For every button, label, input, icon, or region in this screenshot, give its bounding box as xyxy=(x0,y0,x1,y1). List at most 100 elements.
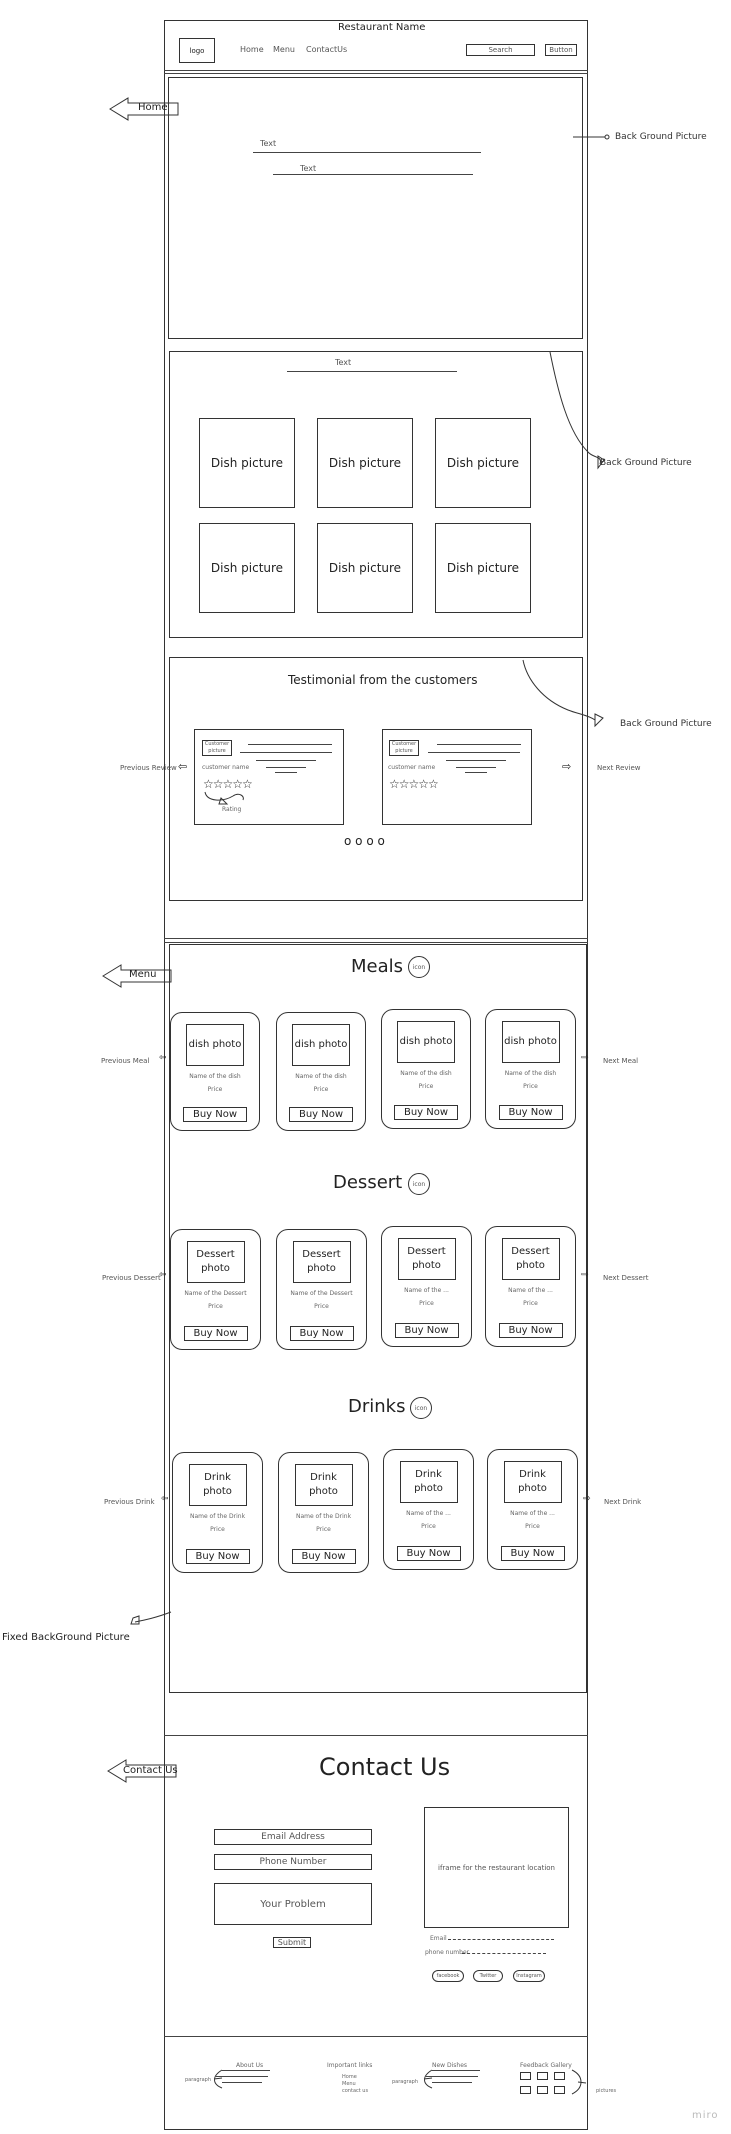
dish-picture[interactable]: Dish picture xyxy=(199,418,295,508)
prev-drink-arrow-icon[interactable]: ⇦ xyxy=(161,1494,169,1504)
nav-home[interactable]: Home xyxy=(240,45,264,54)
buy-now-button[interactable]: Buy Now xyxy=(396,1546,461,1561)
dish-picture[interactable]: Dish picture xyxy=(317,418,413,508)
footer-links-title: Important links xyxy=(327,2062,373,2069)
drinks-photo: Drink photo xyxy=(503,1461,562,1503)
logo[interactable]: logo xyxy=(179,38,215,63)
instagram-button[interactable]: Instagram xyxy=(513,1970,545,1982)
buy-now-button[interactable]: Buy Now xyxy=(289,1326,354,1341)
prev-dessert-arrow-icon[interactable]: ⇦ xyxy=(159,1270,167,1280)
bg-pointer-1 xyxy=(573,134,610,140)
gallery-thumb[interactable] xyxy=(520,2086,531,2094)
drinks-title: Drinks xyxy=(348,1396,406,1417)
meals-card[interactable] xyxy=(170,1012,260,1131)
gallery-thumb[interactable] xyxy=(520,2072,531,2080)
dish-picture[interactable]: Dish picture xyxy=(317,523,413,613)
buy-now-label: Buy Now xyxy=(298,1109,344,1120)
dessert-card[interactable] xyxy=(485,1226,576,1347)
drinks-item-price: Price xyxy=(210,1526,225,1533)
buy-now-button[interactable]: Buy Now xyxy=(291,1549,356,1564)
gallery-thumb[interactable] xyxy=(554,2086,565,2094)
review-text-line xyxy=(437,744,521,745)
buy-now-label: Buy Now xyxy=(508,1325,553,1336)
dessert-card[interactable] xyxy=(170,1229,261,1350)
customer-picture: Customer picture xyxy=(389,740,419,756)
location-iframe[interactable]: iframe for the restaurant location xyxy=(424,1807,569,1928)
buy-now-button[interactable]: Buy Now xyxy=(394,1105,458,1120)
footer-link-menu[interactable]: Menu xyxy=(342,2081,356,2087)
footer-text-line xyxy=(216,2076,268,2077)
dessert-photo: Dessert photo xyxy=(501,1238,560,1280)
hero-text-1: Text xyxy=(260,139,277,148)
buy-now-button[interactable]: Buy Now xyxy=(185,1549,250,1564)
dessert-item-price: Price xyxy=(419,1300,434,1307)
drinks-icon: icon xyxy=(410,1397,432,1419)
section-divider xyxy=(164,1735,588,1736)
drinks-photo-label: Drink photo xyxy=(203,1472,232,1497)
page-frame xyxy=(164,20,588,2130)
footer-about-title: About Us xyxy=(236,2062,264,2069)
drinks-card[interactable] xyxy=(172,1452,263,1573)
gallery-pictures-label: pictures xyxy=(596,2088,617,2094)
meals-item-price: Price xyxy=(313,1086,329,1093)
meals-card[interactable] xyxy=(381,1009,471,1129)
carousel-dots[interactable]: o o o o xyxy=(344,834,385,848)
drinks-item-name: Name of the ... xyxy=(510,1510,555,1517)
drinks-card[interactable] xyxy=(278,1452,369,1573)
drinks-card[interactable] xyxy=(487,1449,578,1570)
next-review-arrow-icon[interactable]: ⇨ xyxy=(562,760,572,773)
email-field[interactable]: Email Address xyxy=(214,1829,372,1845)
footer-link-home[interactable]: Home xyxy=(342,2074,357,2080)
gallery-thumb[interactable] xyxy=(554,2072,565,2080)
buy-now-button[interactable]: Buy Now xyxy=(183,1326,248,1341)
buy-now-label: Buy Now xyxy=(193,1328,238,1339)
drinks-item-price: Price xyxy=(421,1523,436,1530)
footer-link-contact[interactable]: contact us xyxy=(342,2088,369,2094)
meals-card[interactable] xyxy=(276,1012,366,1131)
phone-field[interactable]: Phone Number xyxy=(214,1854,372,1870)
buy-now-button[interactable]: Buy Now xyxy=(500,1546,565,1561)
dish-picture[interactable]: Dish picture xyxy=(199,523,295,613)
next-meal-arrow-icon[interactable]: ⇨ xyxy=(581,1053,589,1063)
buy-now-button[interactable]: Buy Now xyxy=(289,1107,353,1122)
hero-section xyxy=(168,77,583,339)
buy-now-button[interactable]: Buy Now xyxy=(498,1323,563,1338)
twitter-button[interactable]: Twitter xyxy=(473,1970,503,1982)
dishes-text: Text xyxy=(335,358,352,367)
dish-picture[interactable]: Dish picture xyxy=(435,523,531,613)
contact-title: Contact Us xyxy=(319,1753,451,1781)
meals-item-name: Name of the dish xyxy=(504,1070,557,1077)
review-text-line xyxy=(446,760,506,761)
footer-divider xyxy=(164,2036,588,2037)
gallery-thumb[interactable] xyxy=(537,2086,548,2094)
dish-picture[interactable]: Dish picture xyxy=(435,418,531,508)
buy-now-button[interactable]: Buy Now xyxy=(183,1107,247,1122)
drinks-photo-label: Drink photo xyxy=(309,1472,338,1497)
dessert-photo-label: Dessert photo xyxy=(407,1246,446,1271)
nav-contactus[interactable]: ContactUs xyxy=(306,45,348,54)
drinks-card[interactable] xyxy=(383,1449,474,1570)
next-dessert-arrow-icon[interactable]: ⇨ xyxy=(581,1270,589,1280)
review-text-line xyxy=(248,744,332,745)
next-drink-arrow-icon[interactable]: ⇨ xyxy=(583,1494,591,1504)
drinks-item-price: Price xyxy=(316,1526,331,1533)
dessert-card[interactable] xyxy=(276,1229,367,1350)
menu-arrow-icon xyxy=(102,964,172,988)
prev-review-arrow-icon[interactable]: ⇦ xyxy=(178,760,188,773)
nav-menu[interactable]: Menu xyxy=(273,45,295,54)
dessert-card[interactable] xyxy=(381,1226,472,1347)
facebook-button[interactable]: facebook xyxy=(432,1970,464,1982)
header-button[interactable]: Button xyxy=(545,44,577,56)
buy-now-button[interactable]: Buy Now xyxy=(394,1323,459,1338)
search-input[interactable]: Search xyxy=(466,44,535,56)
meals-item-name: Name of the dish xyxy=(295,1073,347,1080)
meals-item-price: Price xyxy=(418,1083,434,1090)
drinks-item-price: Price xyxy=(525,1523,540,1530)
submit-button[interactable]: Submit xyxy=(273,1937,311,1948)
prev-meal-arrow-icon[interactable]: ⇦ xyxy=(159,1053,167,1063)
drinks-item-name: Name of the Drink xyxy=(295,1513,352,1520)
gallery-thumb[interactable] xyxy=(537,2072,548,2080)
meals-card[interactable] xyxy=(485,1009,576,1129)
buy-now-button[interactable]: Buy Now xyxy=(498,1105,563,1120)
problem-field[interactable]: Your Problem xyxy=(214,1883,372,1925)
